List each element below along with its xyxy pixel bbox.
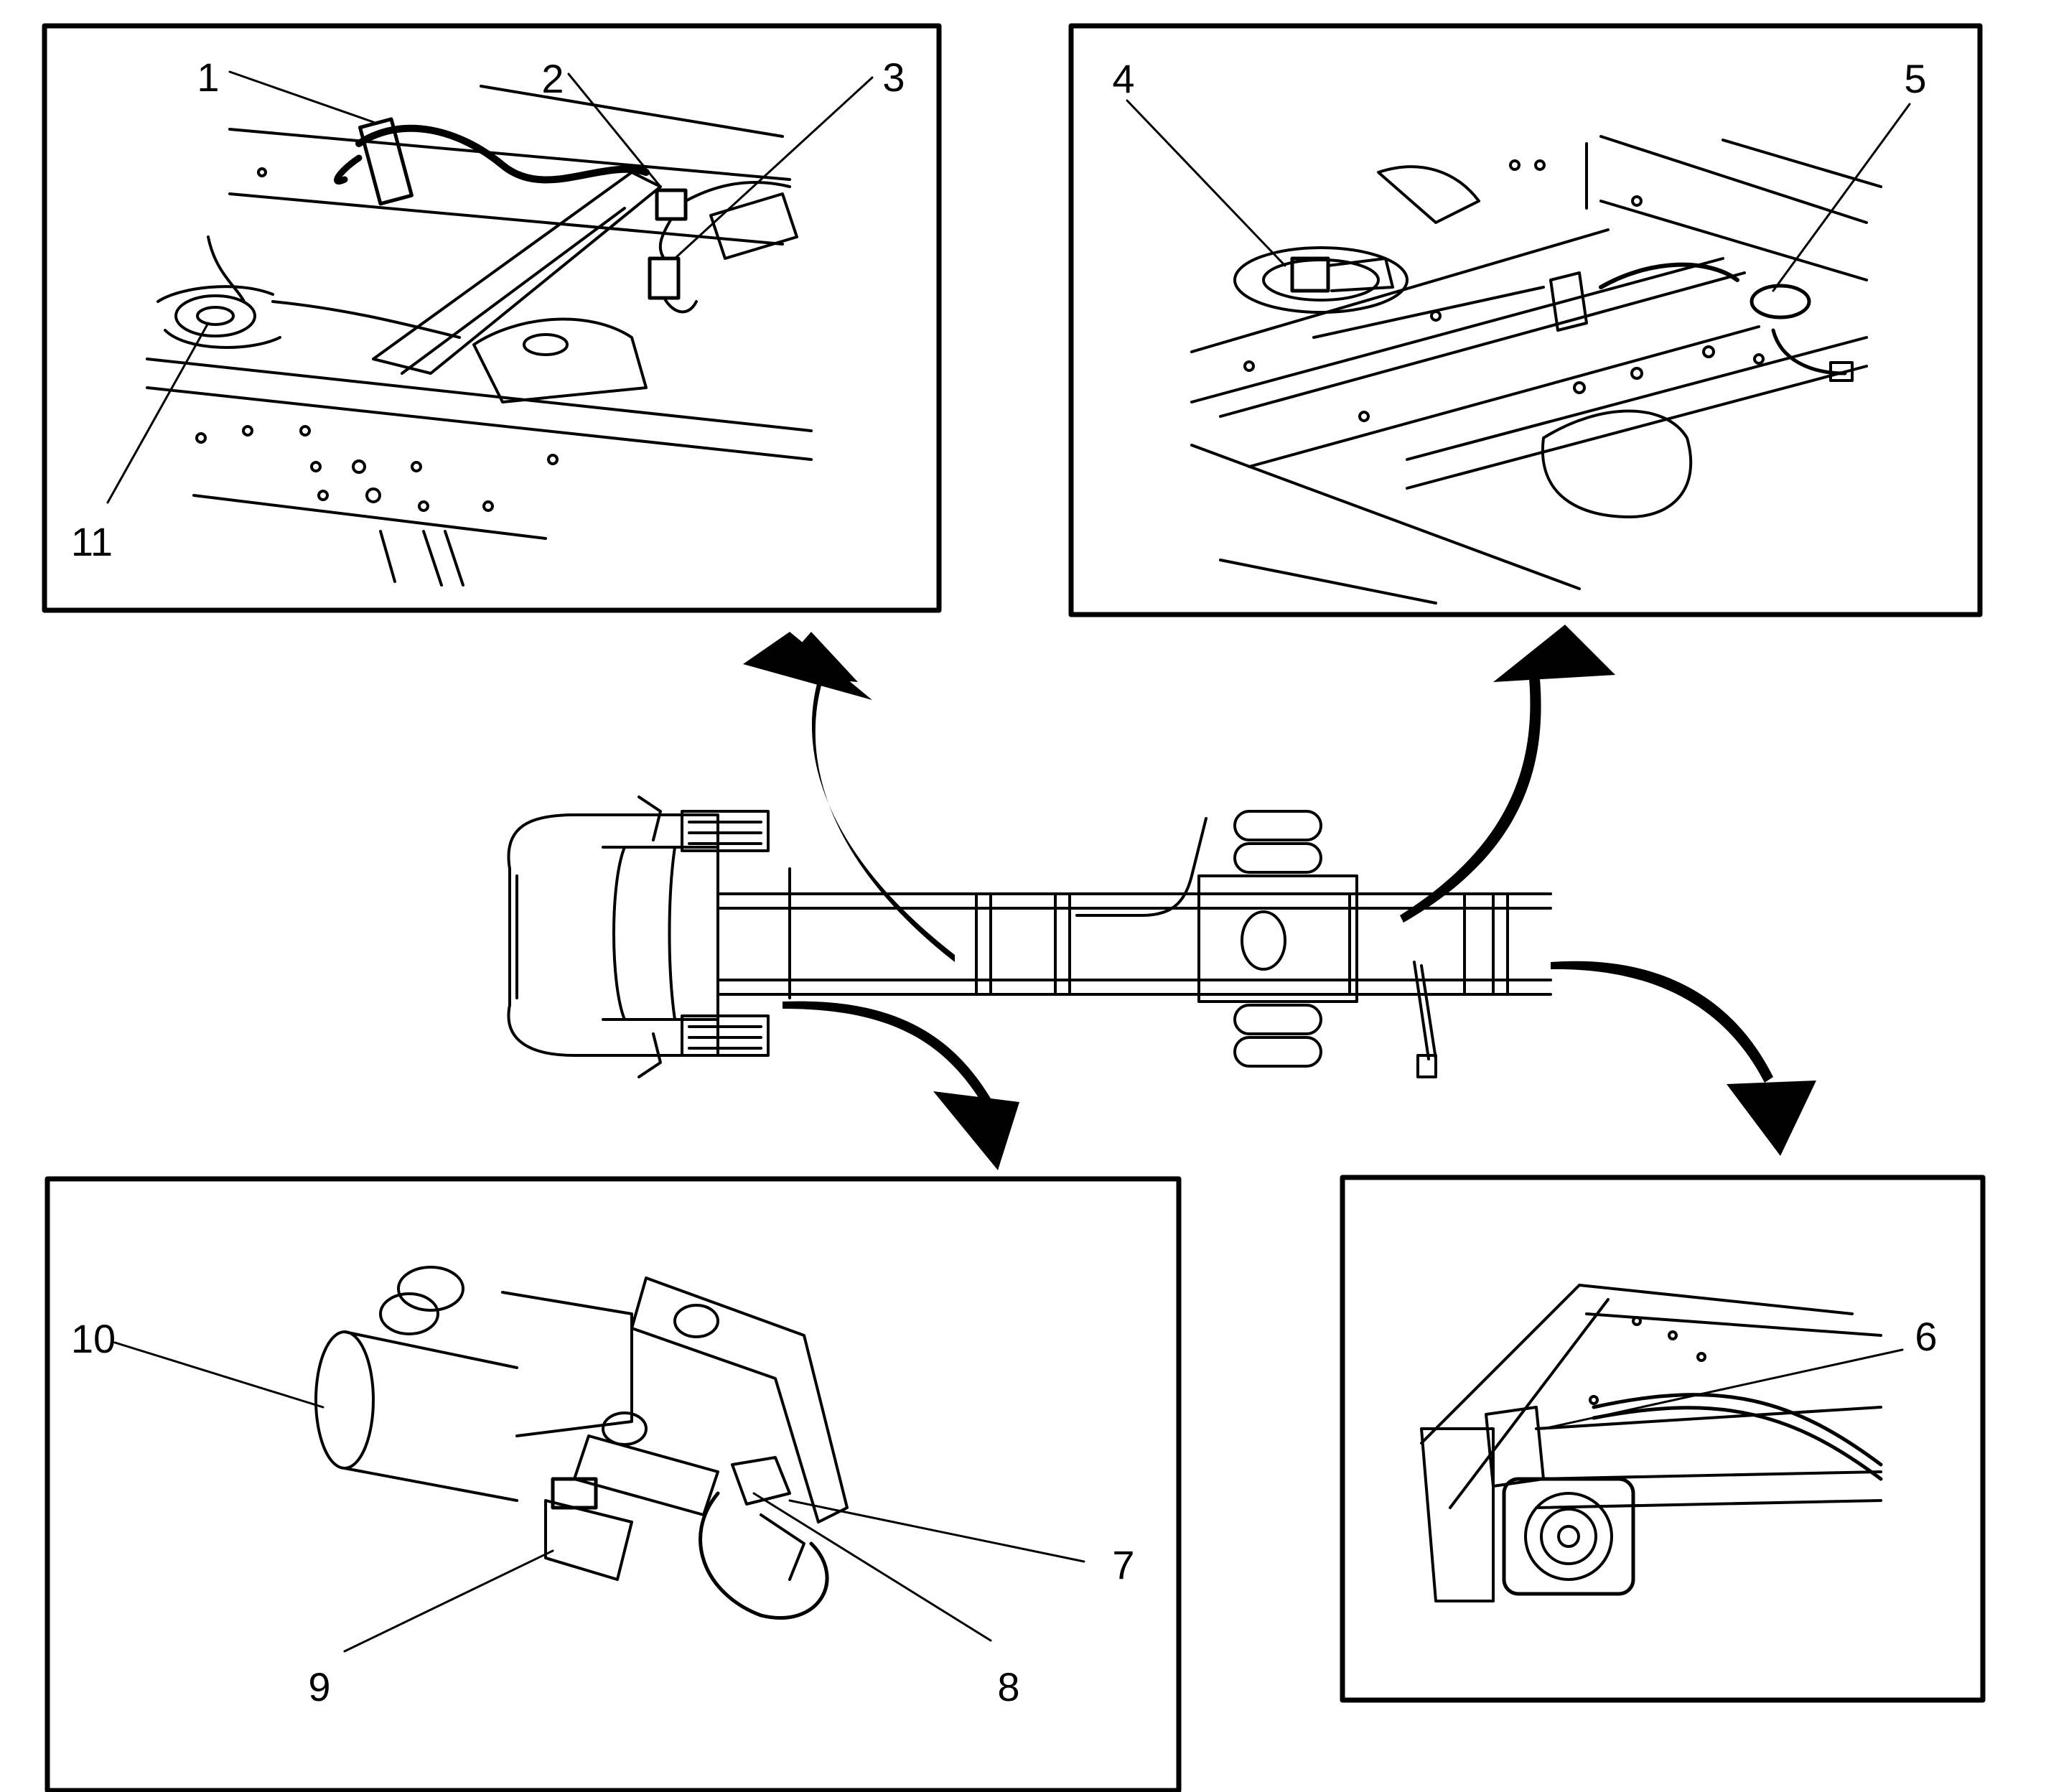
detail-panel-bottom-left bbox=[45, 1176, 1182, 1792]
chassis-top-view bbox=[507, 795, 1552, 1078]
detail-panel-bottom-right bbox=[1340, 1175, 1986, 1703]
callout-6: 6 bbox=[1915, 1314, 1938, 1359]
callout-5: 5 bbox=[1904, 56, 1927, 101]
callout-1: 1 bbox=[197, 55, 220, 100]
callout-10: 10 bbox=[70, 1316, 116, 1361]
callout-2: 2 bbox=[541, 56, 564, 101]
arrow-to-top-left-panel bbox=[743, 632, 955, 962]
callout-4: 4 bbox=[1112, 56, 1135, 101]
pointer-arrows bbox=[743, 625, 1816, 1170]
arrow-to-top-right-panel bbox=[1400, 625, 1615, 923]
arrow-to-bottom-right-panel bbox=[1551, 961, 1816, 1156]
callout-8: 8 bbox=[997, 1664, 1020, 1709]
detail-panel-top-left bbox=[42, 23, 942, 613]
callout-3: 3 bbox=[882, 55, 905, 100]
callout-9: 9 bbox=[308, 1664, 331, 1709]
arrow-to-bottom-left-panel bbox=[783, 1001, 1019, 1170]
detail-panel-top-right bbox=[1068, 23, 1983, 617]
callout-11: 11 bbox=[70, 519, 113, 564]
callout-7: 7 bbox=[1112, 1542, 1135, 1587]
